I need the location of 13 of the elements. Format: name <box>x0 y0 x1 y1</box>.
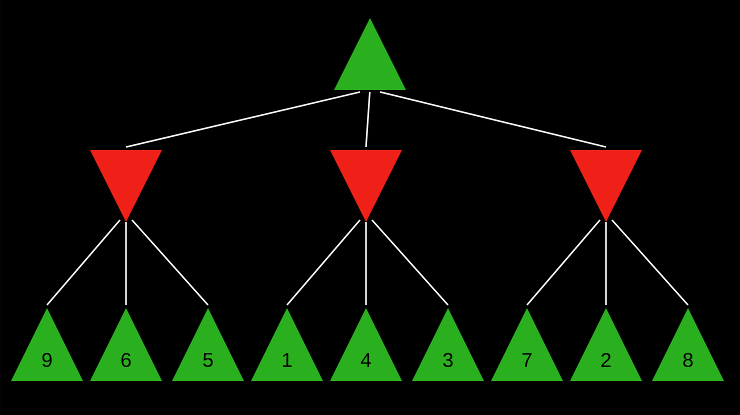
leaf-triangle: 1 <box>251 308 323 381</box>
leaf-triangle: 3 <box>412 308 484 381</box>
min-triangle <box>90 150 162 222</box>
leaf-triangle: 7 <box>491 308 563 381</box>
leaf-triangle: 6 <box>90 308 162 381</box>
min-triangle <box>330 150 402 222</box>
min-triangle <box>570 150 642 222</box>
leaf-triangle: 8 <box>652 308 724 381</box>
leaf-triangle: 9 <box>11 308 83 381</box>
max-triangle <box>334 18 406 90</box>
leaf-triangle: 4 <box>330 308 402 381</box>
leaf-triangle: 5 <box>172 308 244 381</box>
leaf-triangle: 2 <box>570 308 642 381</box>
